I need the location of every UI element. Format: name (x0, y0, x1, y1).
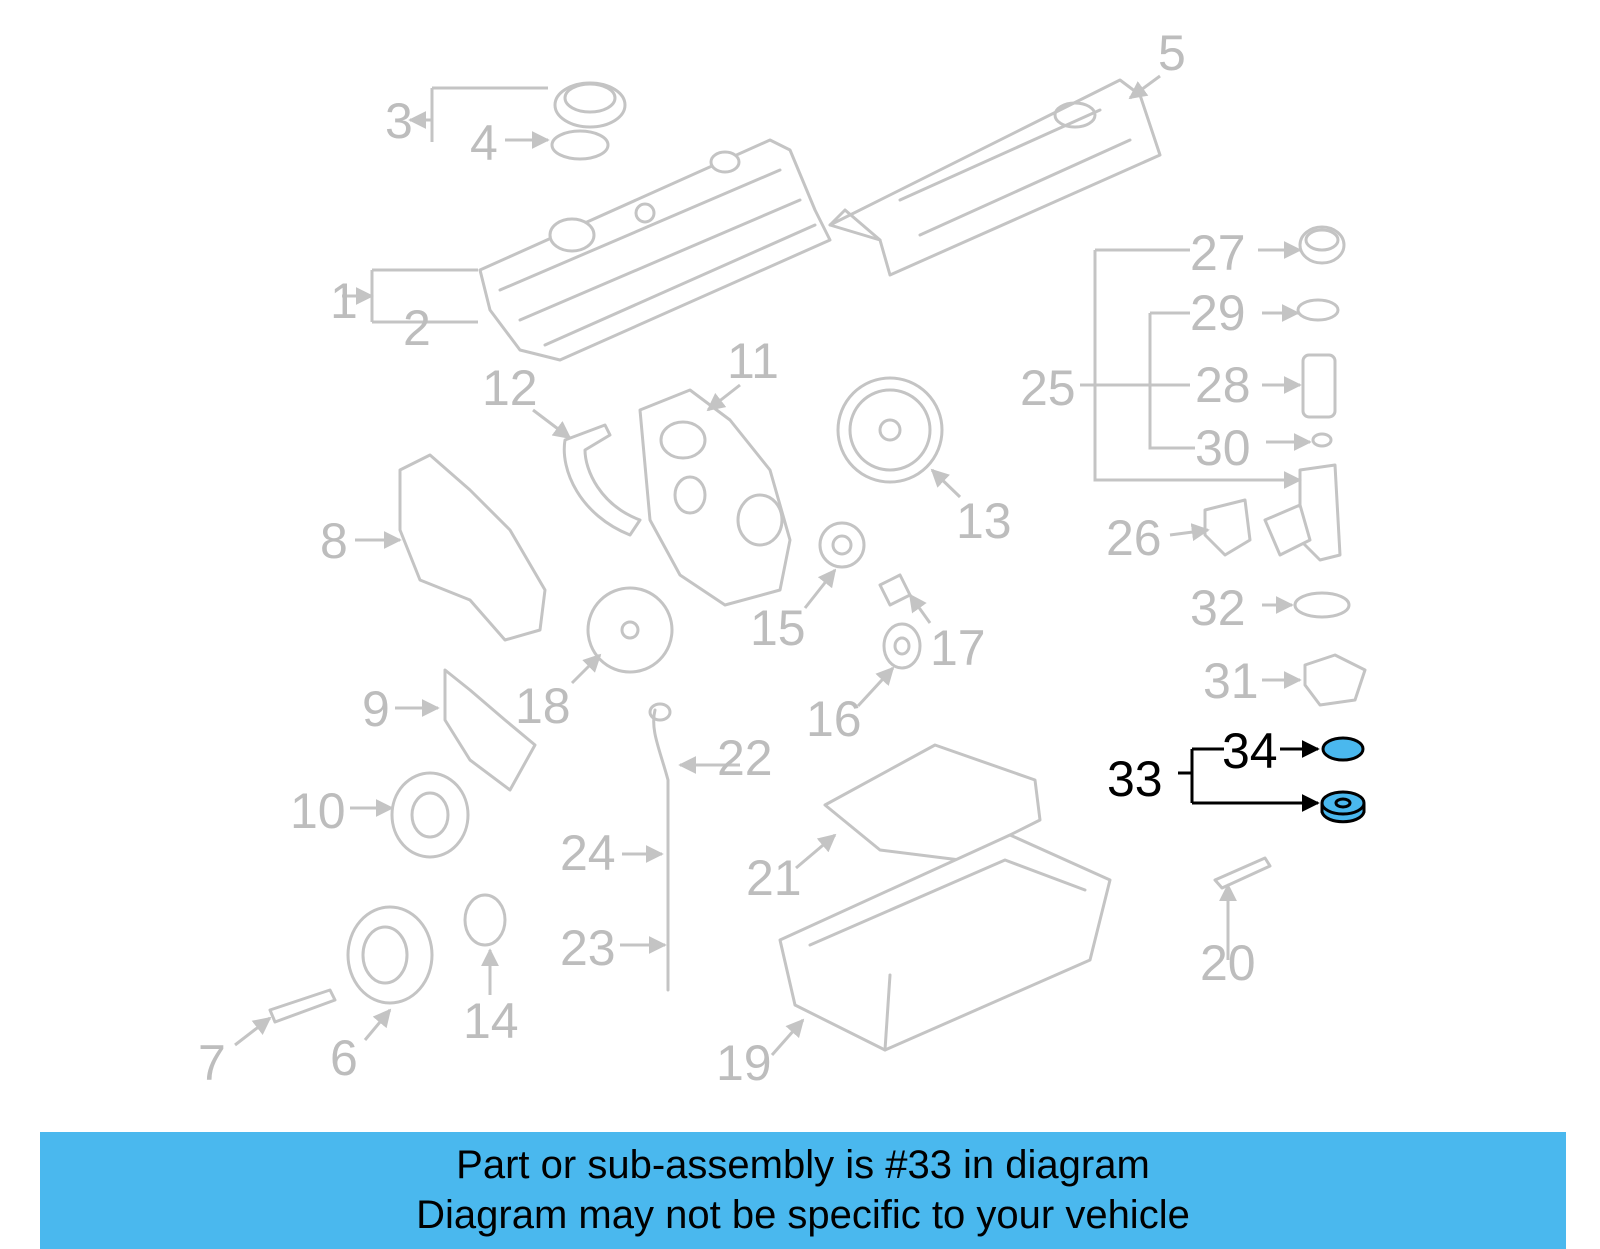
timing-belt-part-12 (562, 423, 642, 537)
callout-25: 25 (1020, 360, 1076, 416)
callout-34: 34 (1222, 723, 1278, 779)
timing-cover-part-8 (398, 453, 547, 642)
bolt-part-7 (268, 988, 337, 1024)
callout-2: 2 (403, 300, 431, 356)
callout-28: 28 (1195, 357, 1251, 413)
callout-10: 10 (290, 783, 346, 839)
callout-26: 26 (1106, 510, 1162, 566)
callout-8: 8 (320, 513, 348, 569)
callout-3: 3 (385, 93, 413, 149)
info-banner: Part or sub-assembly is #33 in diagram D… (40, 1132, 1566, 1249)
idler-part-15 (818, 521, 866, 569)
callout-27: 27 (1190, 225, 1246, 281)
crank-gear-part-18 (586, 586, 674, 674)
callout-labels: 1 2 3 4 5 6 7 8 9 10 11 12 13 14 15 16 1… (198, 25, 1278, 1091)
callout-30: 30 (1195, 420, 1251, 476)
callout-5: 5 (1158, 25, 1186, 81)
callout-24: 24 (560, 825, 616, 881)
oil-pan-part-19 (778, 833, 1112, 1052)
callout-6: 6 (330, 1030, 358, 1086)
damper-part-6 (346, 905, 434, 1005)
banner-line-1: Part or sub-assembly is #33 in diagram (456, 1143, 1150, 1187)
leader-lines (234, 74, 1320, 1056)
callout-33: 33 (1107, 751, 1163, 807)
callout-13: 13 (956, 493, 1012, 549)
sprocket-part-14 (463, 893, 507, 947)
callout-29: 29 (1190, 285, 1246, 341)
callout-23: 23 (560, 920, 616, 976)
seal-part-34[interactable] (1321, 736, 1365, 762)
callout-9: 9 (362, 681, 390, 737)
callout-18: 18 (515, 678, 571, 734)
callout-11: 11 (727, 333, 779, 389)
callout-32: 32 (1190, 580, 1246, 636)
cap-part-33[interactable] (1320, 790, 1366, 824)
callout-21: 21 (746, 850, 802, 906)
seal-plate-part-9 (443, 668, 537, 792)
filler-cap-part-3 (550, 81, 627, 161)
callout-16: 16 (806, 691, 862, 747)
baffle-part-21 (823, 743, 1042, 862)
callout-20: 20 (1200, 935, 1256, 991)
callout-7: 7 (198, 1035, 226, 1091)
sealant-part-20 (1213, 856, 1272, 890)
callout-19: 19 (716, 1035, 772, 1091)
callout-4: 4 (470, 115, 498, 171)
dipstick-part-22 (648, 702, 672, 992)
banner-line-2: Diagram may not be specific to your vehi… (416, 1193, 1190, 1237)
camshaft-gear-part-13 (836, 376, 944, 484)
callout-12: 12 (482, 360, 538, 416)
sleeve-part-17 (878, 573, 912, 607)
callout-15: 15 (750, 600, 806, 656)
callout-17: 17 (930, 620, 986, 676)
callout-22: 22 (717, 730, 773, 786)
pulley-part-16 (882, 622, 922, 670)
callout-1: 1 (330, 273, 358, 329)
lower-cover-part-11 (638, 388, 792, 607)
callout-31: 31 (1203, 653, 1259, 709)
valve-cover-part-1 (478, 138, 832, 362)
filter-assembly-part-25 (1203, 225, 1367, 707)
engine-cover-part-5 (828, 78, 1162, 277)
callout-14: 14 (463, 993, 519, 1049)
seal-housing-part-10 (390, 771, 470, 859)
